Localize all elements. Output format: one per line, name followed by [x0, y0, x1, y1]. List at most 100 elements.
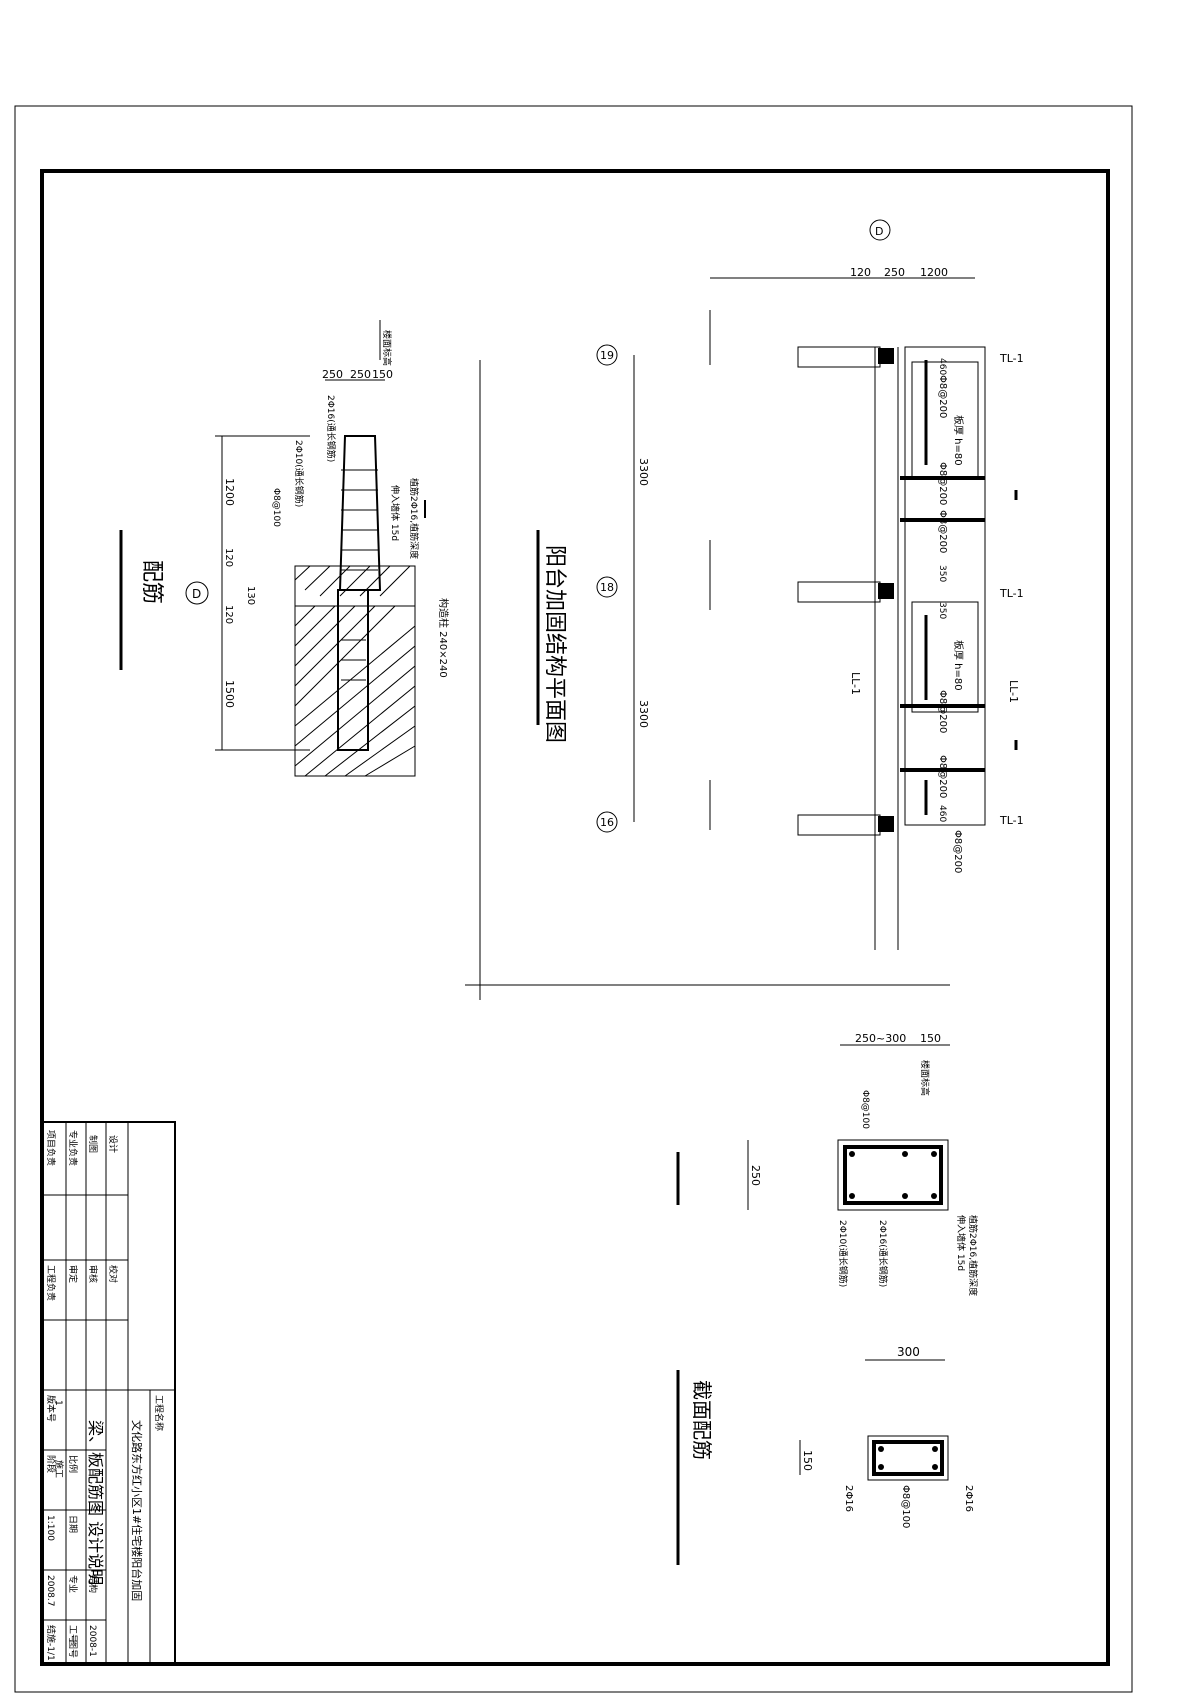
axis-bubble-18 [596, 576, 618, 598]
plan-beam-tag-ll2: LL-1 [1007, 680, 1020, 703]
beam2-top-dim: 300 [897, 1345, 920, 1359]
tb-role-2: 校对 [107, 1265, 119, 1283]
plan-title: 阳台加固结构平面图 [542, 545, 567, 743]
outer-border [14, 105, 1133, 1693]
plan-rebar-3: Φ8@200 [937, 510, 948, 553]
left-rebar-anchor: 植筋2Φ16,植筋深度 [408, 478, 420, 559]
wall-hatch [294, 605, 416, 777]
left-vdim-120a: 120 [223, 548, 234, 567]
plan-small-dim-1: 460 [937, 358, 947, 375]
axis-label-19: 19 [600, 349, 614, 362]
tb-meta-label-3: 专业 [67, 1575, 79, 1593]
plan-rebar-4: Φ8@200 [937, 690, 948, 733]
plan-slab-note-1: 板厚 h=80 [952, 415, 965, 466]
axis-bubble-19 [596, 344, 618, 366]
tb-role-4: 审核 [87, 1265, 99, 1283]
column-16 [878, 816, 894, 832]
tb-meta-value-4: 2008-1 [87, 1625, 97, 1657]
left-top-dim-3: 150 [372, 368, 393, 381]
cantilever-beam [338, 435, 382, 591]
beam1-elev: 楼面标高 [919, 1060, 931, 1096]
left-vdim-1200: 1200 [223, 478, 236, 506]
inner-border [40, 169, 1110, 1666]
tb-meta-label-5: 版本号 [45, 1395, 57, 1422]
plan-axis-d-label: D [875, 225, 883, 238]
left-rebar-stirrup: Φ8@100 [271, 488, 281, 527]
beam2-outline [867, 1435, 949, 1481]
tb-role-8: 工程负责 [45, 1265, 57, 1301]
plan-rebar-2: Φ8@200 [937, 462, 948, 505]
left-axis-label: D [192, 587, 201, 601]
plan-small-dim-4: 460 [937, 805, 947, 822]
beam1-outline [837, 1139, 949, 1211]
tb-meta-value-3: 结构 [87, 1575, 99, 1593]
beam1-top-dim-1: 250~300 [855, 1032, 906, 1045]
tb-meta-label-4: 工号 [67, 1625, 78, 1643]
plan-beam-tag-1: TL-1 [999, 352, 1024, 365]
beam2-label-1: 2Φ16 [843, 1485, 854, 1512]
tb-meta-value-6: 施工 [53, 1460, 65, 1478]
beam1-stirrup [843, 1145, 943, 1205]
tb-meta-value-5: 1 [53, 1400, 63, 1406]
tb-drawing-no-label: 图号 [67, 1640, 78, 1658]
axis-bubble-16 [596, 811, 618, 833]
plan-beam-tag-3: TL-1 [999, 814, 1024, 827]
tb-drawing-name: 梁、板配筋图 设计说明 [86, 1420, 105, 1585]
tb-role-7: 项目负责 [45, 1130, 57, 1166]
beam2-label-2: Φ8@100 [900, 1485, 911, 1528]
tb-meta-value-2: 2008.7 [45, 1575, 55, 1607]
left-top-dim-1: 250 [322, 368, 343, 381]
plan-slab-note-2: 板厚 h=80 [952, 640, 965, 691]
tb-role-3: 制图 [87, 1135, 99, 1153]
left-elev-note: 楼面标高 [381, 330, 393, 366]
section-left: 配筋 250 250 150 楼面标高 1200 120 130 120 150… [119, 320, 450, 777]
plan-rebar-5: Φ8@200 [937, 755, 948, 798]
left-axis-bubble [185, 581, 209, 605]
beam2-label-3: 2Φ16 [963, 1485, 974, 1512]
plan-beam-tag-ll1: LL-1 [849, 672, 862, 695]
tb-drawing-no: 结施-1/1 [45, 1625, 57, 1661]
left-vdim-1500: 1500 [223, 680, 236, 708]
beam1-label-3: 2Φ16(通长钢筋) [877, 1220, 889, 1287]
plan-rebar-1: Φ8@200 [937, 375, 948, 418]
plan-view: 阳台加固结构平面图 3300 3300 19 18 16 D 120 250 1… [465, 219, 1024, 1000]
axis-label-16: 16 [600, 816, 614, 829]
beam1-label-4: 植筋2Φ16,植筋深度 [967, 1215, 979, 1296]
tb-role-6: 审定 [67, 1265, 79, 1283]
left-rebar-2d10: 2Φ10(通长钢筋) [293, 440, 305, 507]
section-left-title: 配筋 [139, 560, 164, 604]
plan-span-1: 3300 [637, 458, 650, 486]
plan-small-dim-3: 350 [937, 602, 947, 619]
beam1-label-2: 2Φ10(通长钢筋) [837, 1220, 849, 1287]
plan-top-dim-120: 120 [850, 266, 871, 279]
section-right: 截面配筋 250~300 150 楼面标高 250 Φ8@100 2Φ10(通长… [676, 1032, 979, 1565]
plan-small-dim-2: 350 [937, 565, 947, 582]
tb-role-1: 设计 [107, 1135, 119, 1153]
tb-project-name: 文化路东方红小区1#住宅楼阳台加固 [130, 1420, 144, 1601]
left-rebar-embed: 伸入墙体 15d [389, 485, 401, 541]
axis-label-18: 18 [600, 581, 614, 594]
beam1-height: 250 [749, 1165, 762, 1186]
beam1-label-1: Φ8@100 [860, 1090, 870, 1129]
tb-meta-label-1: 比例 [67, 1455, 79, 1473]
plan-top-dim-250: 250 [884, 266, 905, 279]
beam1-label-5: 伸入墙体 15d [955, 1215, 967, 1271]
left-rebar-2d16: 2Φ16(通长钢筋) [325, 395, 337, 462]
tb-project-label: 工程名称 [153, 1395, 165, 1431]
beam2-stirrup [872, 1440, 944, 1476]
beam2-height: 150 [801, 1450, 814, 1471]
plan-span-2: 3300 [637, 700, 650, 728]
column-18 [878, 583, 894, 599]
column-19 [878, 348, 894, 364]
left-vdim-120b: 120 [223, 605, 234, 624]
plan-axis-d [869, 219, 891, 241]
left-wall-note: 构造柱 240×240 [437, 598, 450, 678]
beam1-top-dim-2: 150 [920, 1032, 941, 1045]
tb-meta-label-6: 阶段 [45, 1455, 57, 1473]
tb-meta-value-1: 1:100 [45, 1515, 55, 1541]
plan-top-dim-1200: 1200 [920, 266, 948, 279]
tb-role-5: 专业负责 [67, 1130, 79, 1166]
beam-stirrups [341, 469, 378, 681]
tb-meta-label-2: 日期 [67, 1515, 78, 1533]
